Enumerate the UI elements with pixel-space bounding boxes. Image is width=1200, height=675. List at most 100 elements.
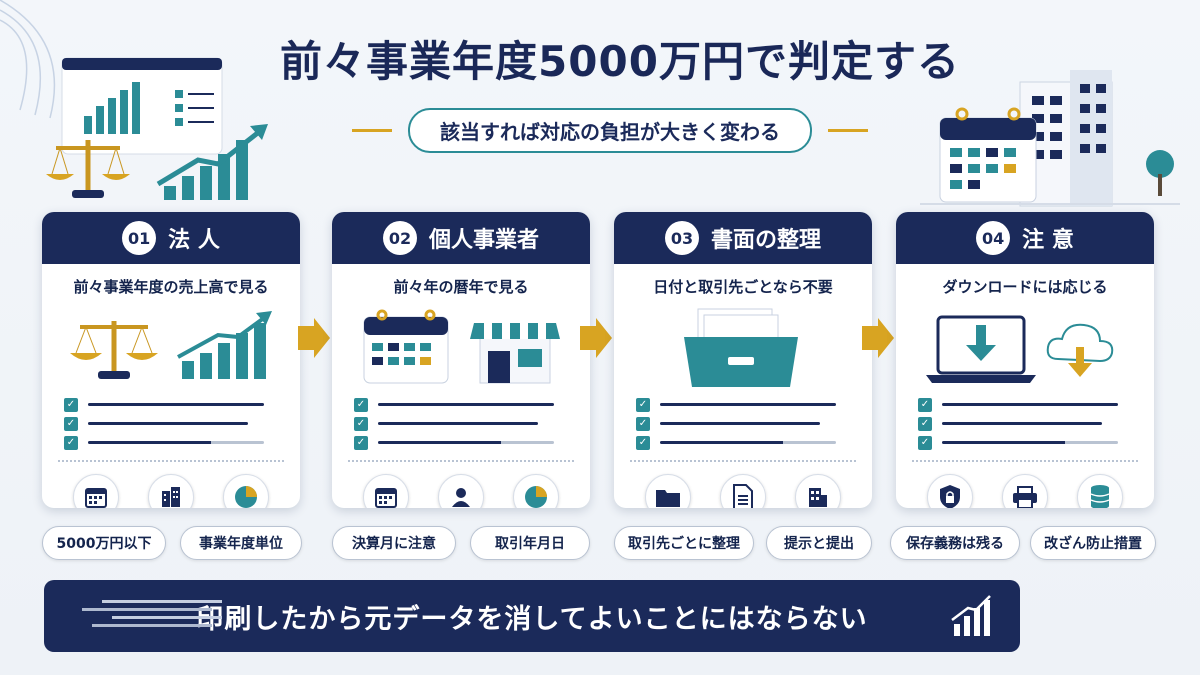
icon-row — [896, 462, 1154, 508]
card-chuui: 04 注 意 ダウンロードには応じる ✓ ✓ ✓ — [896, 212, 1154, 508]
checklist-line — [660, 441, 836, 444]
next-arrow-icon — [862, 318, 894, 358]
checklist-line — [378, 422, 538, 425]
printer-icon — [1001, 474, 1048, 508]
pill-tag: 5000万円以下 — [42, 526, 166, 560]
checklist-line — [378, 403, 554, 406]
step-number: 03 — [664, 221, 699, 255]
checkbox-icon: ✓ — [636, 435, 650, 450]
card-description: 日付と取引先ごとなら不要 — [653, 278, 833, 296]
page-title: 前々事業年度5000万円で判定する — [280, 37, 960, 86]
checklist: ✓ ✓ ✓ — [614, 391, 872, 452]
checklist-line — [942, 422, 1102, 425]
calendar-store-icon — [363, 309, 560, 384]
subtitle-rule-right — [828, 128, 868, 132]
card-title: 個人事業者 — [428, 228, 539, 253]
checklist-line — [942, 441, 1118, 444]
checklist-item: ✓ — [636, 433, 850, 452]
checklist-line — [88, 422, 248, 425]
folder-icon — [644, 474, 691, 508]
checklist-line — [378, 441, 554, 444]
subtitle-row: 該当すれば対応の負担が大きく変わる — [300, 107, 920, 153]
pie-chart-icon — [513, 474, 560, 508]
checklist-item: ✓ — [918, 433, 1132, 452]
dashboard-scale-illustration — [46, 57, 268, 200]
person-icon — [437, 474, 484, 508]
checklist: ✓ ✓ ✓ — [332, 391, 590, 452]
checkbox-icon: ✓ — [918, 435, 932, 450]
laptop-cloud-download-icon — [926, 315, 1114, 383]
checklist-item: ✓ — [354, 433, 568, 452]
card-description: 前々事業年度の売上高で見る — [73, 278, 269, 296]
card-houjin: 01 法 人 前々事業年度の売上高で見る ✓ ✓ ✓ — [42, 212, 300, 508]
checklist-item: ✓ — [64, 395, 278, 414]
pill-tag: 決算月に注意 — [332, 526, 456, 560]
checklist-item: ✓ — [636, 414, 850, 433]
pill-tag: 保存義務は残る — [890, 526, 1020, 560]
divider — [58, 460, 284, 462]
growth-chart-icon — [951, 595, 991, 636]
office-building-icon — [795, 474, 842, 508]
scale-icon — [70, 311, 272, 379]
checkbox-icon: ✓ — [354, 397, 368, 412]
checklist-item: ✓ — [918, 414, 1132, 433]
checkbox-icon: ✓ — [64, 397, 78, 412]
checklist-line — [88, 403, 264, 406]
banner-text: 印刷したから元データを消してよいことにはならない — [196, 603, 868, 635]
checklist-item: ✓ — [354, 395, 568, 414]
icon-row — [614, 462, 872, 508]
checkbox-icon: ✓ — [918, 397, 932, 412]
pill-tag: 取引年月日 — [470, 526, 590, 560]
file-box-illustration — [614, 307, 872, 391]
pill-tag: 提示と提出 — [766, 526, 872, 560]
speed-lines-icon — [82, 600, 222, 627]
step-number: 04 — [976, 221, 1011, 255]
checklist-line — [660, 422, 820, 425]
checkbox-icon: ✓ — [354, 416, 368, 431]
card-kojin-jigyousha: 02 個人事業者 前々年の暦年で見る ✓ ✓ ✓ — [332, 212, 590, 508]
icon-row — [332, 462, 590, 508]
checklist-item: ✓ — [64, 414, 278, 433]
pill-tag: 改ざん防止措置 — [1030, 526, 1156, 560]
building-icon — [147, 474, 194, 508]
divider — [912, 460, 1138, 462]
divider — [348, 460, 574, 462]
card-title: 書面の整理 — [710, 228, 821, 253]
checkbox-icon: ✓ — [64, 435, 78, 450]
calendar-building-illustration — [920, 70, 1180, 207]
calendar-icon — [362, 474, 409, 508]
scale-growth-illustration — [42, 307, 300, 391]
next-arrow-icon — [298, 318, 330, 358]
subtitle: 該当すれば対応の負担が大きく変わる — [408, 107, 812, 153]
calendar-icon — [72, 474, 119, 508]
card-title: 法 人 — [168, 228, 220, 253]
checklist-item: ✓ — [64, 433, 278, 452]
checklist-line — [660, 403, 836, 406]
checkbox-icon: ✓ — [918, 416, 932, 431]
pill-tag: 取引先ごとに整理 — [614, 526, 754, 560]
checkbox-icon: ✓ — [64, 416, 78, 431]
card-header: 04 注 意 — [896, 212, 1154, 264]
bottom-banner: 印刷したから元データを消してよいことにはならない — [44, 580, 1020, 652]
file-drawer-icon — [684, 308, 798, 387]
checkbox-icon: ✓ — [636, 416, 650, 431]
step-number: 02 — [382, 221, 417, 255]
checklist: ✓ ✓ ✓ — [42, 391, 300, 452]
card-title: 注 意 — [1022, 228, 1074, 253]
database-icon — [1077, 474, 1124, 508]
card-description: ダウンロードには応じる — [942, 278, 1108, 296]
download-illustration — [896, 307, 1154, 391]
pill-tag: 事業年度単位 — [180, 526, 302, 560]
checkbox-icon: ✓ — [354, 435, 368, 450]
card-header: 02 個人事業者 — [332, 212, 590, 264]
pie-chart-icon — [223, 474, 270, 508]
checklist-item: ✓ — [918, 395, 1132, 414]
shield-lock-icon — [926, 474, 973, 508]
decorative-waves — [0, 0, 56, 119]
checklist-line — [942, 403, 1118, 406]
checklist-item: ✓ — [354, 414, 568, 433]
step-number: 01 — [122, 221, 157, 255]
divider — [630, 460, 856, 462]
next-arrow-icon — [580, 318, 612, 358]
checklist: ✓ ✓ ✓ — [896, 391, 1154, 452]
